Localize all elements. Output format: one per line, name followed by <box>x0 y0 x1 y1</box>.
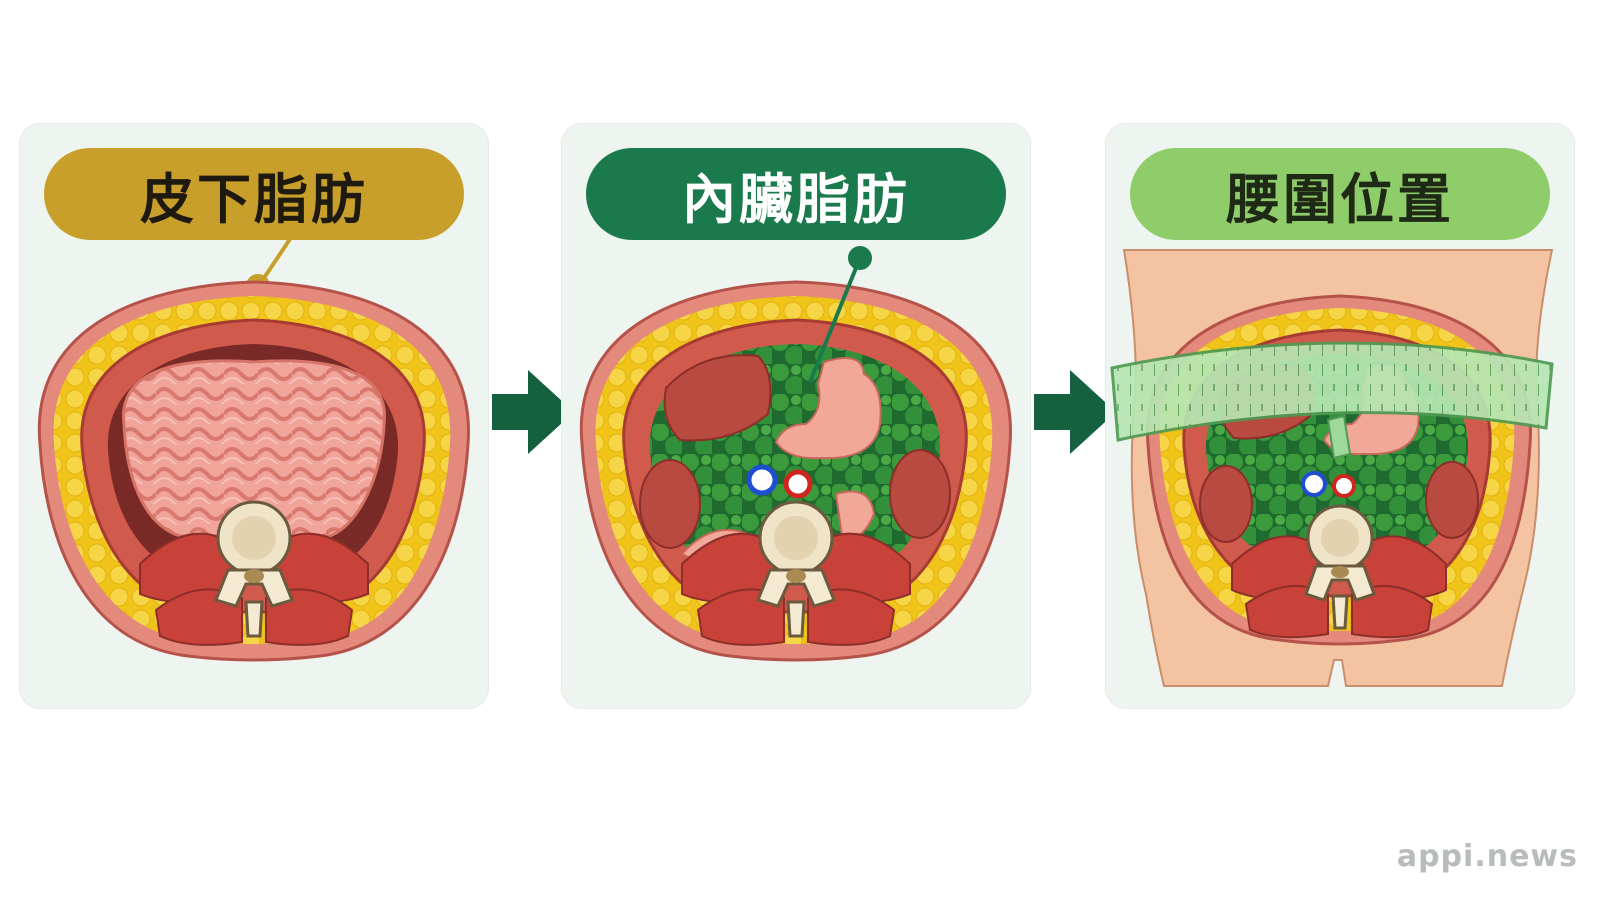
kidney-left <box>639 459 701 549</box>
vein <box>746 464 778 496</box>
stomach <box>774 357 882 460</box>
intestines <box>122 359 386 538</box>
watermark: appi.news <box>1396 839 1578 874</box>
arrow-right-icon <box>1034 370 1116 454</box>
kidney-right <box>889 449 951 539</box>
panel-visceral-fat: 內臟脂肪 <box>562 124 1030 708</box>
label-visceral-fat: 內臟脂肪 <box>586 148 1006 240</box>
label-subcutaneous-fat: 皮下脂肪 <box>44 148 464 240</box>
vertebra <box>213 500 295 638</box>
liver <box>663 354 772 442</box>
waist-position-illustration <box>1110 249 1554 687</box>
measuring-tape-icon <box>1110 341 1554 442</box>
visceral-pointer-dot <box>848 246 872 270</box>
visceral-fat-cross-section <box>579 246 1012 662</box>
vertebra <box>755 500 837 638</box>
label-waist-position: 腰圍位置 <box>1130 148 1550 240</box>
panel-waist-position: 腰圍位置 <box>1106 124 1574 708</box>
artery <box>783 469 813 499</box>
subcutaneous-fat-cross-section <box>37 234 470 662</box>
arrow-right-icon <box>492 370 574 454</box>
panel-subcutaneous-fat: 皮下脂肪 <box>20 124 488 708</box>
